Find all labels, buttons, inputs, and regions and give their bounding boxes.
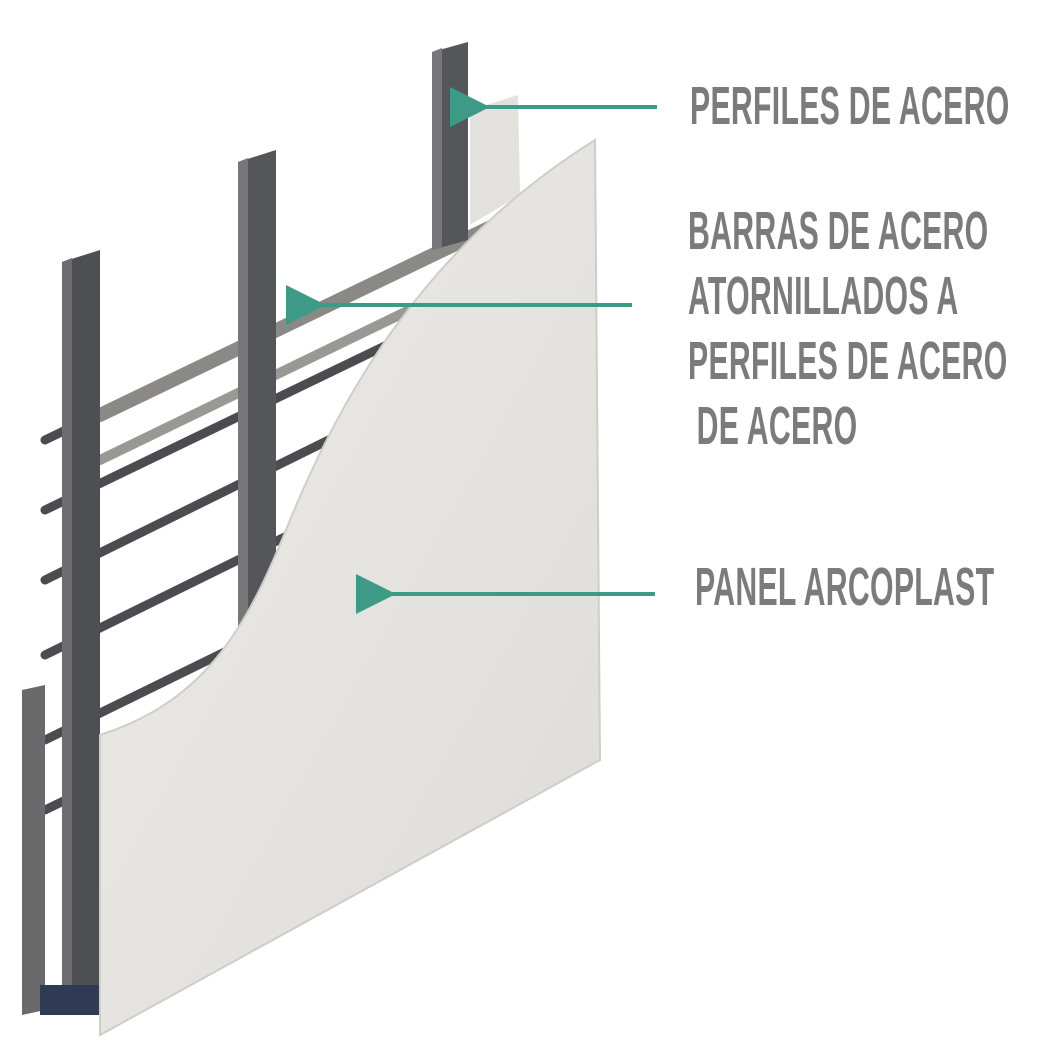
- label-steel-profiles: PERFILES DE ACERO: [690, 76, 1010, 136]
- steel-profiles: [22, 42, 468, 1015]
- label-panel: PANEL ARCOPLAST: [695, 557, 995, 617]
- label-steel-bars-line4: DE ACERO: [688, 396, 858, 456]
- back-panel: [470, 95, 520, 225]
- arcoplast-panel: [99, 138, 602, 1037]
- label-steel-bars-line1: BARRAS DE ACERO: [688, 201, 989, 261]
- label-steel-bars-line3: PERFILES DE ACERO: [688, 331, 1008, 391]
- callout-arrows: [286, 87, 657, 614]
- label-steel-bars-line2: ATORNILLADOS A: [688, 266, 959, 326]
